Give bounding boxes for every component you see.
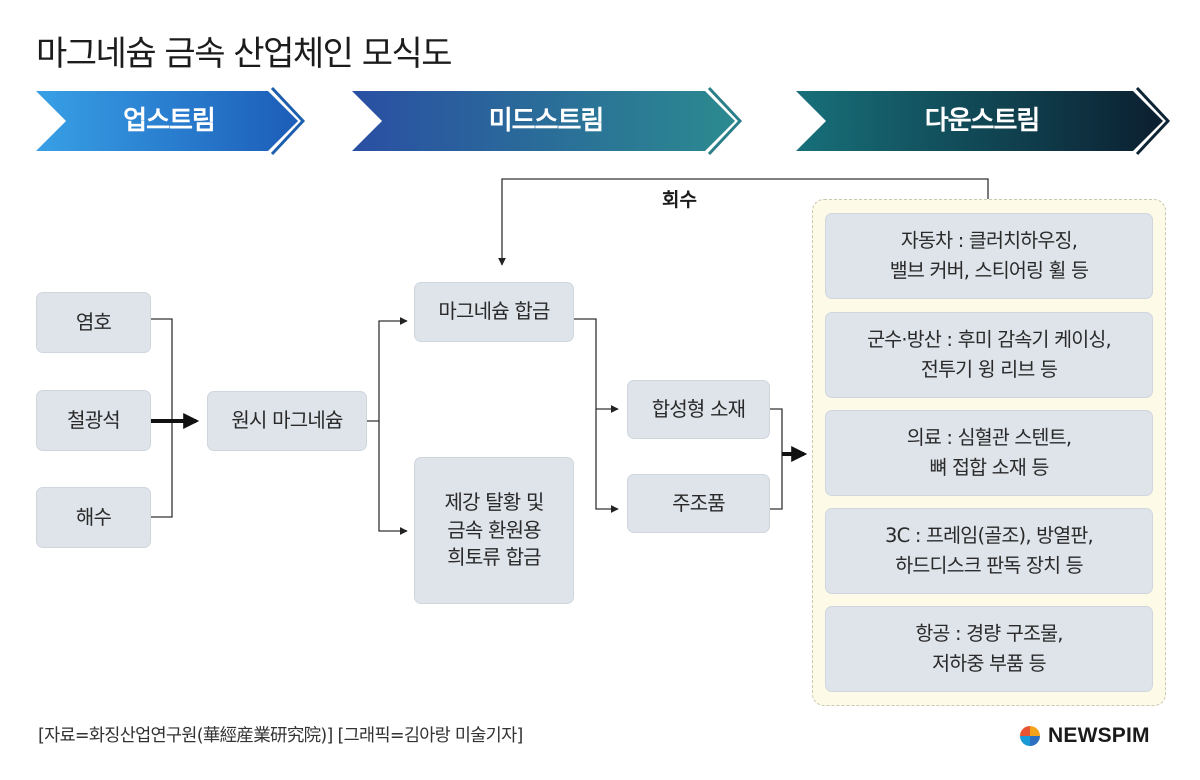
recycle-line bbox=[498, 178, 989, 266]
newspim-logo: NEWSPIM bbox=[1018, 722, 1150, 750]
downstream-item-aerospace: 항공 : 경량 구조물, 저하중 부품 등 bbox=[825, 606, 1153, 692]
upstream-chevron bbox=[36, 91, 298, 151]
downstream-item-line: 자동차 : 클러치하우징, bbox=[900, 228, 1078, 252]
upstream-item-salt-lake: 염호 bbox=[36, 292, 151, 353]
upstream-item-iron-ore: 철광석 bbox=[36, 390, 151, 451]
stage-midstream-label: 미드스트림 bbox=[488, 106, 605, 136]
alloy-to-products-line bbox=[574, 318, 619, 413]
synthetic-material-label: 합성형 소재 bbox=[651, 396, 746, 421]
recycle-label: 회수 bbox=[662, 189, 697, 211]
midstream-chevron-outline bbox=[707, 86, 743, 156]
newspim-logo-text: NEWSPIM bbox=[1048, 724, 1150, 747]
source-credit: [자료=화징산업연구원(華經産業研究院)] [그래픽=김아랑 미술기자] bbox=[38, 726, 523, 746]
downstream-chevron bbox=[796, 91, 1163, 151]
steel-desulfurization-box: 제강 탈황 및 금속 환원용 희토류 합금 bbox=[414, 457, 574, 604]
downstream-item-line: 뼈 접합 소재 등 bbox=[929, 456, 1049, 479]
downstream-item-line: 전투기 윙 리브 등 bbox=[920, 358, 1058, 381]
primary-split-line-lower bbox=[378, 421, 408, 535]
upstream-bracket bbox=[151, 318, 173, 518]
stage-downstream-label: 다운스트림 bbox=[924, 106, 1041, 136]
upstream-chevron-outline bbox=[270, 86, 306, 156]
synthetic-material-box: 합성형 소재 bbox=[627, 380, 770, 439]
primary-magnesium-box: 원시 마그네슘 bbox=[207, 391, 367, 451]
downstream-item-line: 저하중 부품 등 bbox=[932, 652, 1046, 675]
upstream-item-seawater: 해수 bbox=[36, 487, 151, 548]
downstream-chevron-outline bbox=[1135, 86, 1171, 156]
magnesium-alloy-label: 마그네슘 합금 bbox=[438, 299, 550, 324]
midstream-other-line: 제강 탈황 및 bbox=[444, 490, 544, 515]
magnesium-alloy-box: 마그네슘 합금 bbox=[414, 282, 574, 342]
downstream-item-line: 하드디스크 판독 장치 등 bbox=[895, 554, 1083, 577]
downstream-item-line: 밸브 커버, 스티어링 휠 등 bbox=[889, 259, 1089, 282]
downstream-item-3c: 3C : 프레임(골조), 방열판, 하드디스크 판독 장치 등 bbox=[825, 508, 1153, 594]
products-bracket bbox=[770, 408, 783, 510]
primary-magnesium-label: 원시 마그네슘 bbox=[231, 408, 343, 433]
casting-label: 주조품 bbox=[672, 490, 726, 515]
downstream-item-medical: 의료 : 심혈관 스텐트, 뼈 접합 소재 등 bbox=[825, 410, 1153, 496]
downstream-item-automotive: 자동차 : 클러치하우징, 밸브 커버, 스티어링 휠 등 bbox=[825, 213, 1153, 299]
midstream-other-line: 희토류 합금 bbox=[447, 545, 541, 570]
midstream-chevron bbox=[352, 91, 735, 151]
primary-split-line bbox=[367, 317, 408, 422]
downstream-item-defense: 군수·방산 : 후미 감속기 케이싱, 전투기 윙 리브 등 bbox=[825, 312, 1153, 398]
newspim-logo-icon bbox=[1020, 726, 1040, 746]
stage-upstream-label: 업스트림 bbox=[123, 106, 216, 136]
upstream-item-label: 철광석 bbox=[67, 407, 121, 432]
downstream-item-line: 3C : 프레임(골조), 방열판, bbox=[885, 523, 1094, 547]
downstream-item-line: 항공 : 경량 구조물, bbox=[915, 621, 1063, 645]
upstream-item-label: 염호 bbox=[75, 309, 112, 334]
downstream-item-line: 군수·방산 : 후미 감속기 케이싱, bbox=[867, 327, 1112, 351]
upstream-item-label: 해수 bbox=[75, 504, 112, 529]
casting-box: 주조품 bbox=[627, 474, 770, 533]
midstream-other-line: 금속 환원용 bbox=[447, 517, 541, 542]
downstream-item-line: 의료 : 심혈관 스텐트, bbox=[906, 425, 1072, 449]
alloy-to-casting-line bbox=[595, 409, 619, 513]
page-title: 마그네슘 금속 산업체인 모식도 bbox=[36, 34, 453, 74]
